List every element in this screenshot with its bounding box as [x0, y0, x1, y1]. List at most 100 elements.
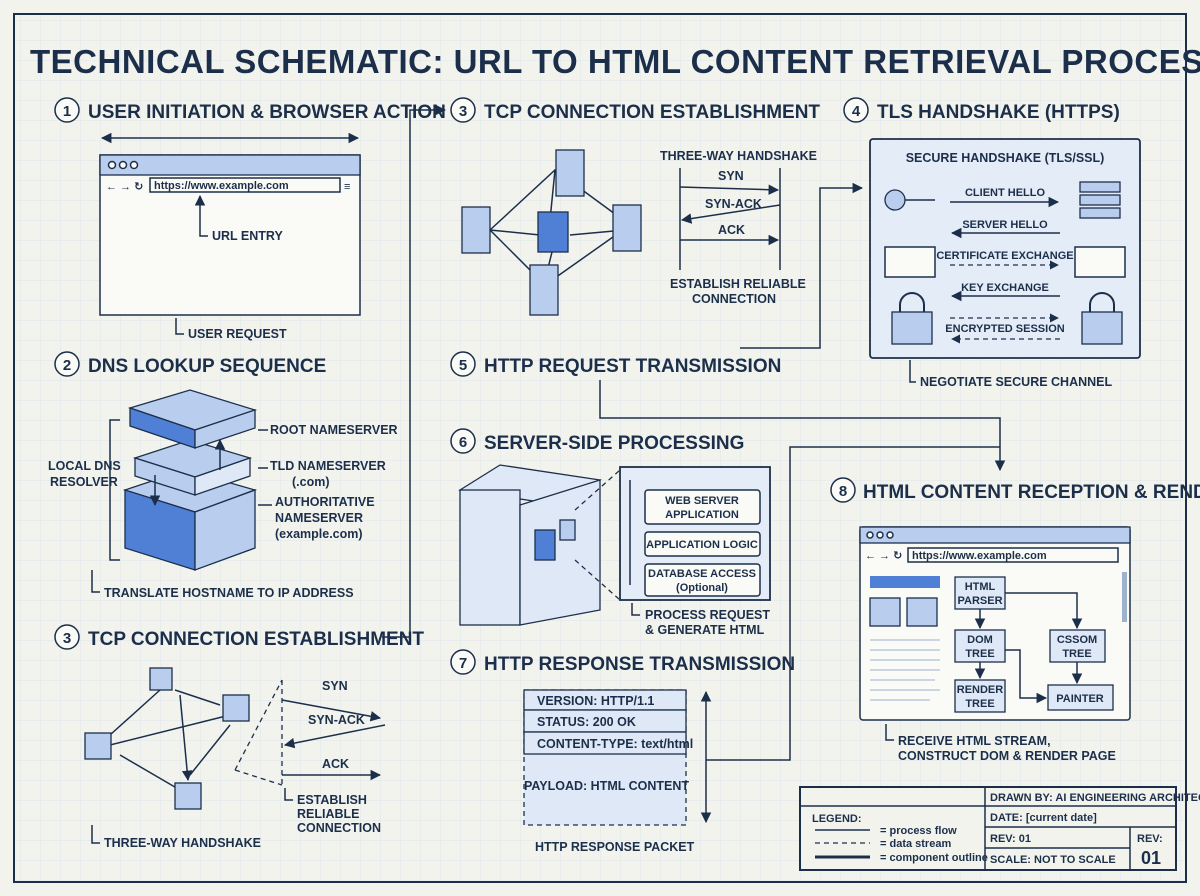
tls-panel	[869, 138, 1141, 359]
section-heading: TLS HANDSHAKE (HTTPS)	[877, 102, 1120, 123]
legend-title: LEGEND:	[812, 813, 862, 825]
section-2-dns-lookup: 2 DNS LOOKUP SEQUENCE ROOT NAMESERVER TL…	[48, 351, 398, 600]
window-dot-icon	[118, 160, 128, 170]
step-number: 1	[63, 103, 71, 120]
window-dot-icon	[107, 160, 117, 170]
step-number: 5	[459, 357, 467, 374]
scale-field: SCALE: NOT TO SCALE	[990, 854, 1116, 866]
cssom-label-2: TREE	[1062, 648, 1091, 660]
syn-label: SYN	[718, 169, 744, 183]
section-6-server-processing: 6 SERVER-SIDE PROCESSING WEB SERVER APPL…	[450, 428, 771, 637]
address-bar	[149, 177, 341, 193]
certificate-icon	[1074, 246, 1126, 278]
process-note-2: & GENERATE HTML	[645, 623, 765, 637]
ack-label: ACK	[718, 223, 745, 237]
section-heading: TCP CONNECTION ESTABLISHMENT	[88, 629, 424, 650]
render-label: RENDER	[957, 684, 1004, 696]
packet-content-type: CONTENT-TYPE: text/html	[537, 737, 693, 751]
step-number-badge	[54, 351, 80, 377]
server-node-icon	[612, 204, 642, 252]
render-note-2: CONSTRUCT DOM & RENDER PAGE	[898, 749, 1116, 763]
server-rack-icon	[1079, 181, 1121, 219]
step-number: 8	[839, 483, 847, 500]
section-7-http-response: 7 HTTP RESPONSE TRANSMISSION VERSION: HT…	[450, 649, 795, 854]
packet-caption: HTTP RESPONSE PACKET	[535, 840, 695, 854]
section-heading: SERVER-SIDE PROCESSING	[484, 433, 744, 454]
nav-arrows-icon: ← → ↻	[865, 550, 902, 562]
server-hello-label: SERVER HELLO	[962, 219, 1048, 231]
establish-label: ESTABLISH RELIABLE	[670, 277, 806, 291]
database-label: DATABASE ACCESS	[648, 568, 756, 580]
address-bar-url: https://www.example.com	[154, 180, 289, 192]
tld-nameserver-label: TLD NAMESERVER	[270, 459, 386, 473]
legend-data-stream: = data stream	[880, 838, 951, 850]
painter-box	[1047, 684, 1114, 711]
certificate-exchange-label: CERTIFICATE EXCHANGE	[936, 250, 1073, 262]
flow-connector-5-to-4	[740, 182, 864, 349]
local-dns-label-2: RESOLVER	[50, 475, 118, 489]
painter-label: PAINTER	[1056, 693, 1104, 705]
handshake-note: THREE-WAY HANDSHAKE	[104, 836, 261, 850]
dns-note: TRANSLATE HOSTNAME TO IP ADDRESS	[104, 586, 354, 600]
step-number-badge	[450, 97, 476, 123]
browser-titlebar	[859, 526, 1131, 544]
section-heading: DNS LOOKUP SEQUENCE	[88, 356, 326, 377]
syn-ack-label: SYN-ACK	[705, 197, 762, 211]
address-bar	[907, 547, 1119, 563]
packet-version: VERSION: HTTP/1.1	[537, 694, 654, 708]
database-optional-label: (Optional)	[676, 582, 728, 594]
step-number-badge	[54, 624, 80, 650]
section-5-http-request: 5 HTTP REQUEST TRANSMISSION	[450, 351, 781, 377]
server-node-icon	[529, 264, 559, 316]
syn-label: SYN	[322, 679, 348, 693]
server-node-icon	[461, 206, 491, 254]
page-image-block	[869, 597, 901, 627]
key-exchange-label: KEY EXCHANGE	[961, 282, 1049, 294]
padlock-icon	[891, 292, 933, 345]
establish-label-3: CONNECTION	[297, 821, 381, 835]
scrollbar[interactable]	[1122, 572, 1127, 622]
browser-titlebar	[99, 154, 361, 176]
rev-label: REV:	[1137, 833, 1163, 845]
web-server-label: WEB SERVER	[665, 495, 739, 507]
encrypted-session-label: ENCRYPTED SESSION	[945, 323, 1064, 335]
step-number-badge	[450, 351, 476, 377]
drawn-by: DRAWN BY: AI ENGINEERING ARCHITECT	[990, 792, 1200, 804]
establish-label-2: CONNECTION	[692, 292, 776, 306]
step-number-badge	[450, 428, 476, 454]
menu-icon: ≡	[344, 181, 350, 193]
window-dot-icon	[129, 160, 139, 170]
page-image-block	[906, 597, 938, 627]
step-number-badge	[450, 649, 476, 675]
syn-ack-label: SYN-ACK	[308, 713, 365, 727]
node-cube-icon	[149, 667, 173, 691]
ack-label: ACK	[322, 757, 349, 771]
rev-number: 01	[1141, 848, 1161, 868]
dom-label-2: TREE	[965, 648, 994, 660]
authoritative-label: AUTHORITATIVE	[275, 495, 375, 509]
section-3-tcp-top: 3 TCP CONNECTION ESTABLISHMENT THREE-WAY…	[450, 97, 820, 316]
application-logic-box	[644, 531, 761, 557]
root-nameserver-label: ROOT NAMESERVER	[270, 423, 398, 437]
step-number: 7	[459, 655, 467, 672]
node-cube-icon	[174, 782, 202, 810]
flow-connector-3-to-3	[382, 104, 447, 638]
key-icon	[884, 189, 935, 211]
legend-component-outline: = component outline	[880, 852, 988, 864]
section-4-tls: 4 TLS HANDSHAKE (HTTPS) SECURE HANDSHAKE…	[843, 97, 1141, 389]
date-field: DATE: [current date]	[990, 812, 1097, 824]
packet-payload: PAYLOAD: HTML CONTENT	[524, 779, 689, 793]
render-note: RECEIVE HTML STREAM,	[898, 734, 1051, 748]
tls-note: NEGOTIATE SECURE CHANNEL	[920, 375, 1113, 389]
packet-status: STATUS: 200 OK	[537, 715, 636, 729]
section-3-tcp-left: 3 TCP CONNECTION ESTABLISHMENT SYN SYN-A…	[54, 624, 424, 850]
authoritative-domain: (example.com)	[275, 527, 363, 541]
handshake-heading: THREE-WAY HANDSHAKE	[660, 149, 817, 163]
step-number: 3	[63, 630, 71, 647]
url-entry-label: URL ENTRY	[212, 229, 284, 243]
node-cube-icon	[222, 694, 250, 722]
cssom-label: CSSOM	[1057, 634, 1097, 646]
step-number-badge	[843, 97, 869, 123]
client-hello-label: CLIENT HELLO	[965, 187, 1045, 199]
